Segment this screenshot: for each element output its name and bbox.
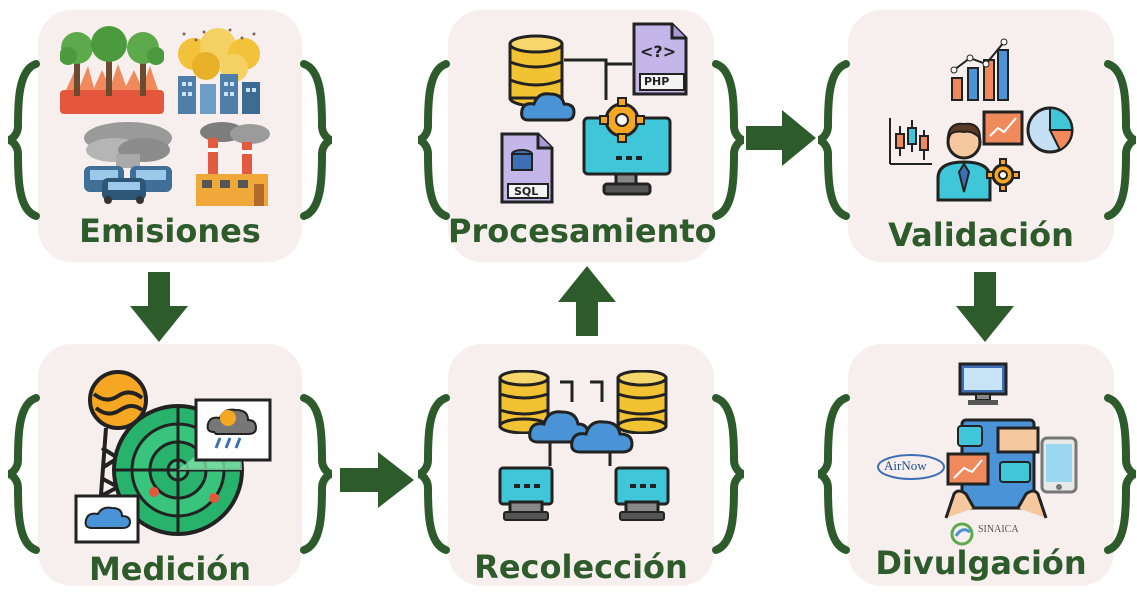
- smog-city-icon: [178, 28, 260, 114]
- airnow-logo-text: AirNow: [884, 458, 927, 473]
- sql-file-icon: SQL: [500, 132, 554, 204]
- arrow-right-procesamiento-validacion: [746, 110, 816, 166]
- stage-title-recoleccion: Recolección: [474, 548, 688, 586]
- arrow-down-validacion-divulgacion: [956, 272, 1014, 342]
- airnow-logo-icon: AirNow: [876, 452, 946, 482]
- php-symbol-text: <?>: [640, 42, 677, 61]
- stage-title-procesamiento: Procesamiento: [448, 212, 717, 250]
- stage-title-divulgacion: Divulgación: [875, 544, 1087, 582]
- brace-left-recoleccion: [417, 394, 450, 554]
- weather-monitor-icon: [194, 398, 272, 462]
- candlestick-chart-icon: [889, 118, 932, 165]
- network-lines-icon: [548, 380, 612, 466]
- desktop-monitor-icon: [958, 362, 1008, 405]
- brace-left-emisiones: [7, 60, 40, 220]
- brace-right-medicion: [300, 394, 333, 554]
- database-icon: [508, 34, 564, 106]
- brace-left-validacion: [817, 60, 850, 220]
- stage-title-validacion: Validación: [888, 216, 1074, 254]
- brace-right-emisiones: [300, 60, 333, 220]
- brace-left-divulgacion: [817, 394, 850, 554]
- computer-gear-icon: [582, 97, 672, 196]
- terminal-left-icon: [498, 466, 554, 521]
- traffic-smoke-icon: [84, 122, 172, 204]
- stage-title-medicion: Medición: [88, 550, 252, 588]
- database-left-icon: [498, 370, 550, 434]
- pie-chart-icon: [1026, 106, 1074, 154]
- sql-label-text: SQL: [514, 185, 539, 198]
- gear-icon: [986, 158, 1020, 192]
- bar-chart-growth-icon: [950, 38, 1009, 101]
- analyst-person-icon: [936, 122, 992, 202]
- card-recoleccion: [448, 344, 714, 586]
- cloud-icon: [520, 92, 576, 122]
- arrow-right-medicion-recoleccion: [340, 452, 414, 508]
- arrow-down-emisiones-medicion: [130, 272, 188, 342]
- cloud-pair-icon: [528, 410, 634, 454]
- sinaica-logo-icon: SINAICA: [950, 522, 1038, 546]
- wildfire-forest-icon: [60, 26, 164, 114]
- tablet-dashboard-icon: [944, 418, 1048, 519]
- terminal-right-icon: [614, 466, 670, 521]
- database-right-icon: [616, 370, 668, 434]
- brace-left-medicion: [7, 394, 40, 554]
- factory-smoke-icon: [196, 122, 270, 206]
- brace-right-procesamiento: [712, 60, 745, 220]
- php-file-icon: <?> PHP: [632, 22, 688, 96]
- arrow-up-recoleccion-procesamiento: [558, 266, 616, 336]
- smartphone-icon: [1040, 436, 1078, 494]
- report-board-icon: [982, 110, 1024, 146]
- brace-right-divulgacion: [1104, 394, 1137, 554]
- stage-title-emisiones: Emisiones: [79, 212, 261, 250]
- brace-right-recoleccion: [712, 394, 745, 554]
- brace-left-procesamiento: [417, 60, 450, 220]
- brace-right-validacion: [1104, 60, 1137, 220]
- connector-line-icon: [564, 58, 632, 100]
- sinaica-logo-text: SINAICA: [978, 524, 1019, 535]
- cloud-monitor-icon: [74, 494, 140, 544]
- php-label-text: PHP: [644, 75, 670, 88]
